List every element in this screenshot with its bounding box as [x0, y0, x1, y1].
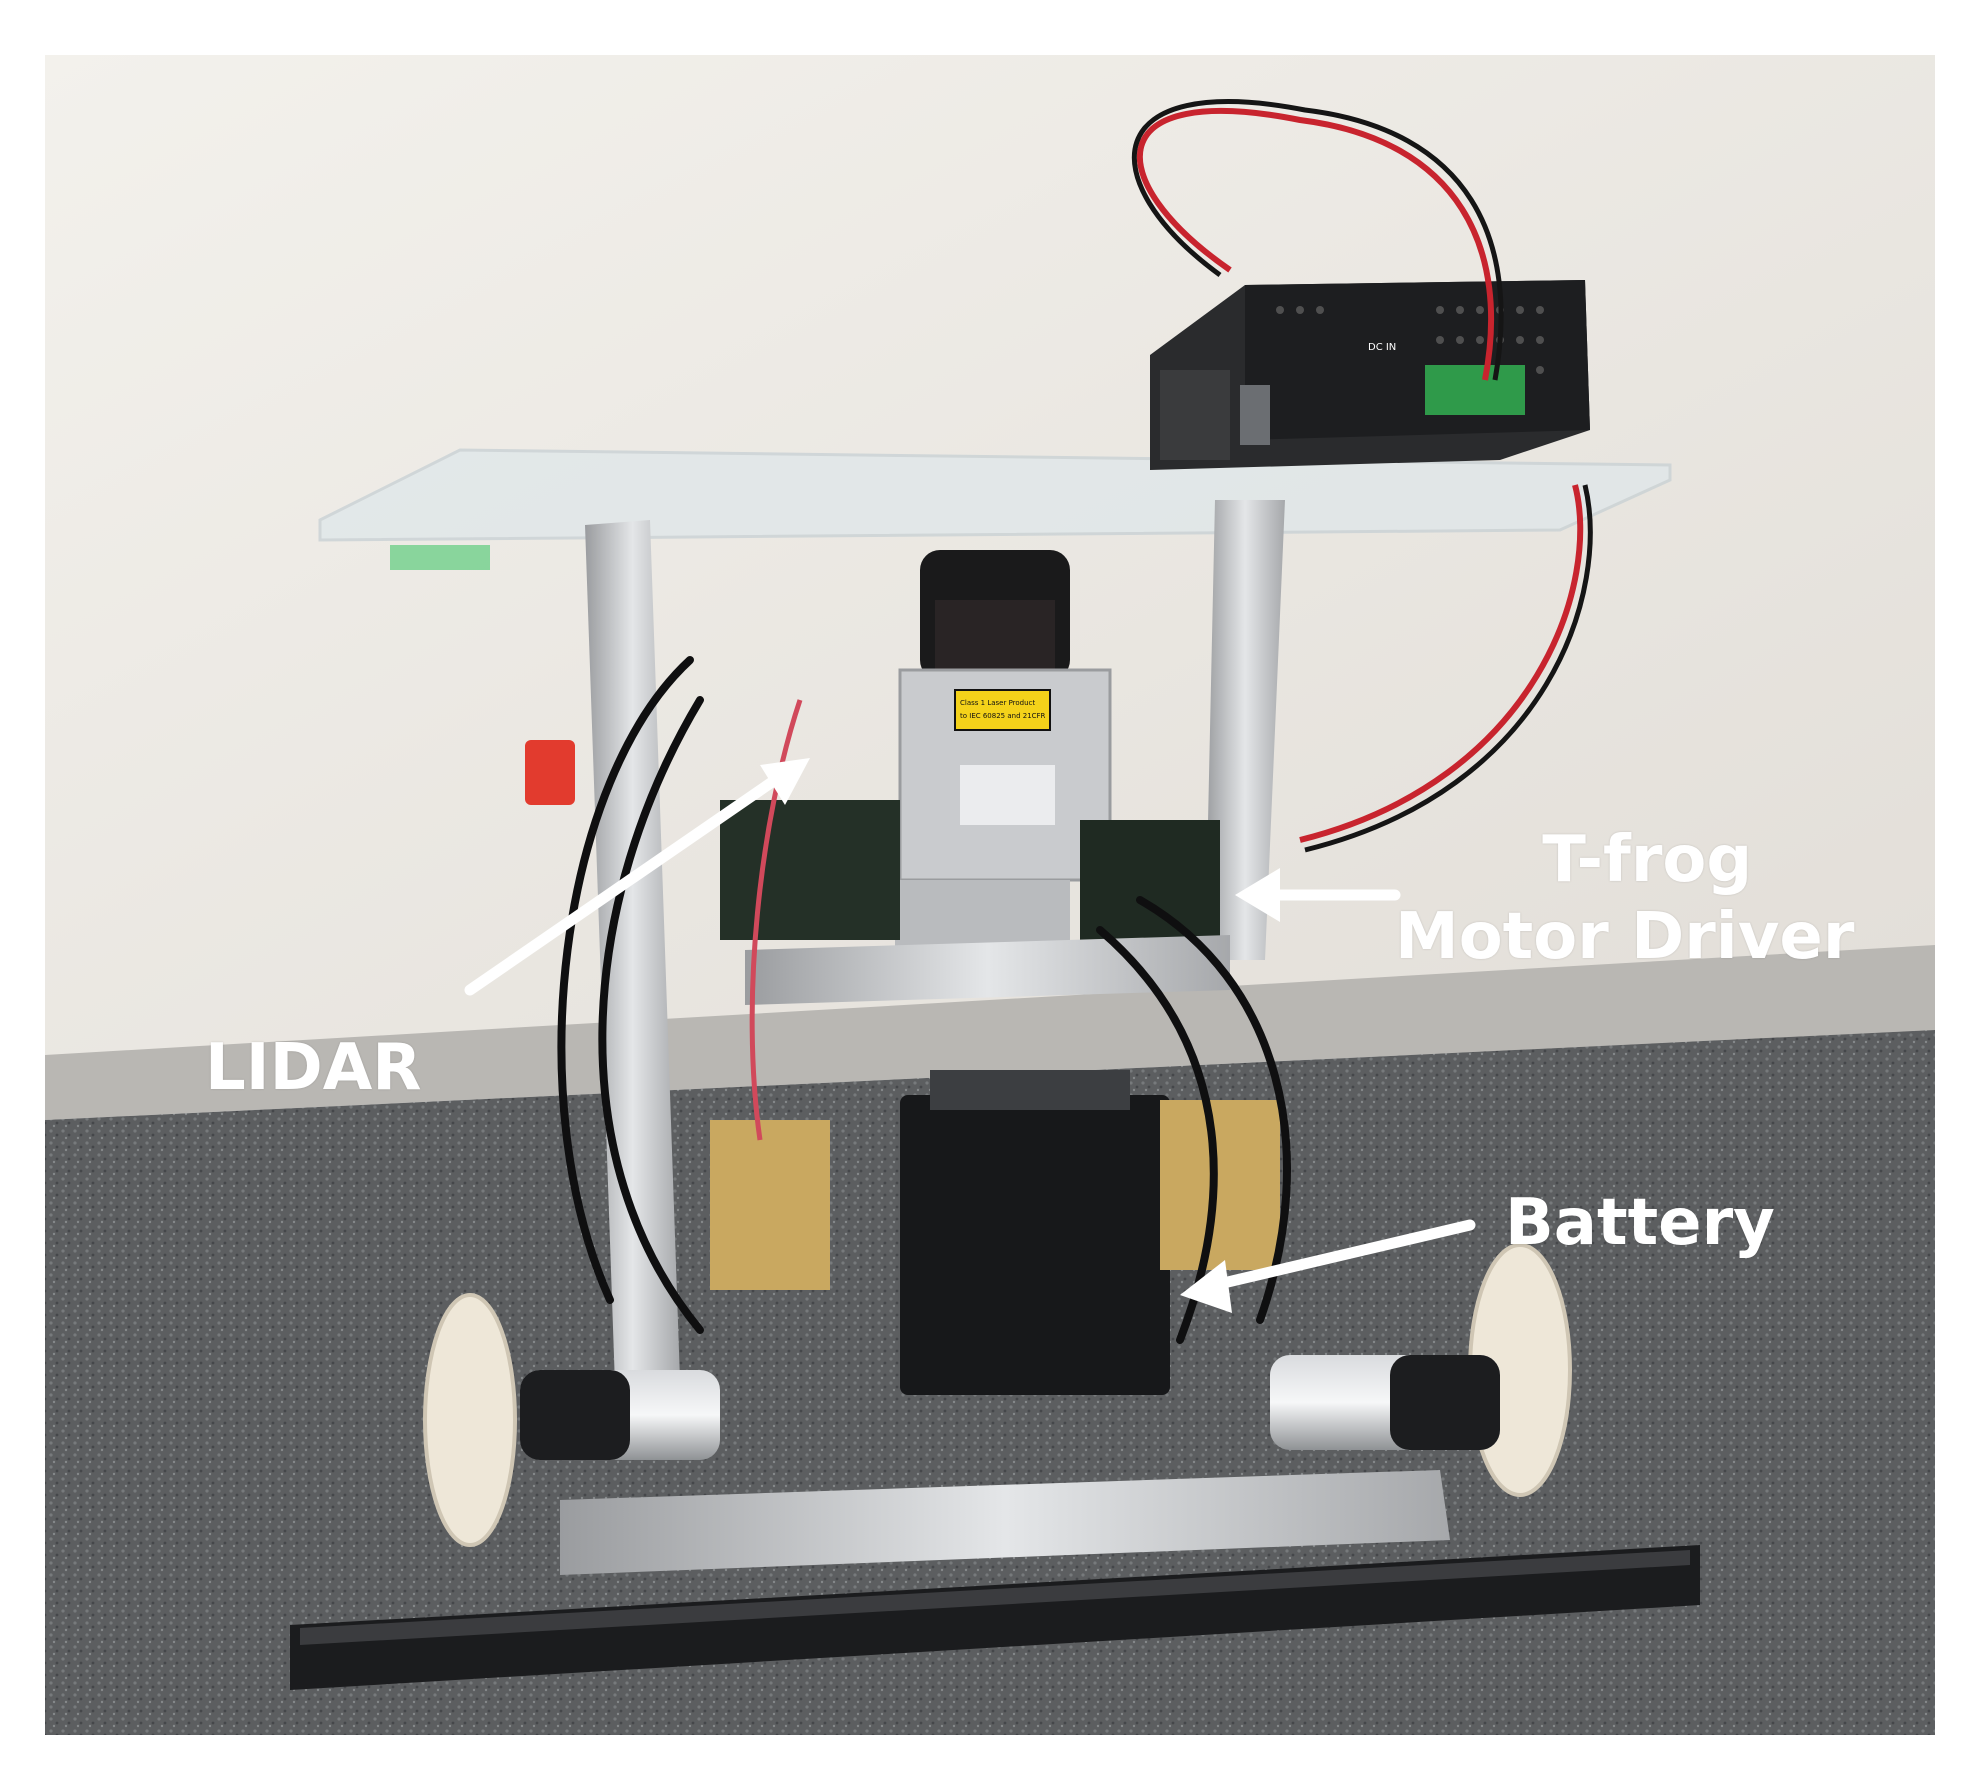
battery-arrow — [1180, 1219, 1476, 1313]
power-cable — [1136, 108, 1495, 381]
top-acrylic-plate — [318, 448, 1672, 542]
battery-label: Battery — [1505, 1186, 1775, 1260]
emergency-button — [525, 740, 575, 805]
laser-warning-line1: Class 1 Laser Product — [960, 699, 1035, 707]
lidar-arrow — [464, 758, 810, 996]
left-pcb — [710, 1120, 830, 1290]
base-frame — [560, 1470, 1450, 1575]
motor-driver-arrow — [1235, 868, 1401, 922]
tfrog-label-line2: Motor Driver — [1395, 899, 1855, 974]
tfrog-label-line1: T-frog — [1542, 823, 1753, 897]
power-terminal — [1425, 365, 1525, 415]
dc-in-text: DC IN — [1368, 342, 1396, 353]
battery — [900, 1095, 1170, 1395]
right-pcb — [1160, 1100, 1280, 1270]
left-pillar — [585, 520, 680, 1385]
laser-warning-line2: to IEC 60825 and 21CFR — [960, 712, 1046, 720]
middle-frame — [745, 935, 1230, 1005]
tfrog-motor-driver-label: T-frog Motor Driver — [1395, 822, 1854, 976]
right-pillar — [1205, 500, 1285, 960]
laser-warning-label — [954, 689, 1051, 731]
network-switch: DC IN — [1150, 280, 1590, 470]
lidar-label: LIDAR — [205, 1031, 422, 1105]
baseboard — [45, 945, 1935, 1120]
motor-driver-board — [1080, 820, 1220, 940]
left-wheel — [423, 1293, 517, 1547]
